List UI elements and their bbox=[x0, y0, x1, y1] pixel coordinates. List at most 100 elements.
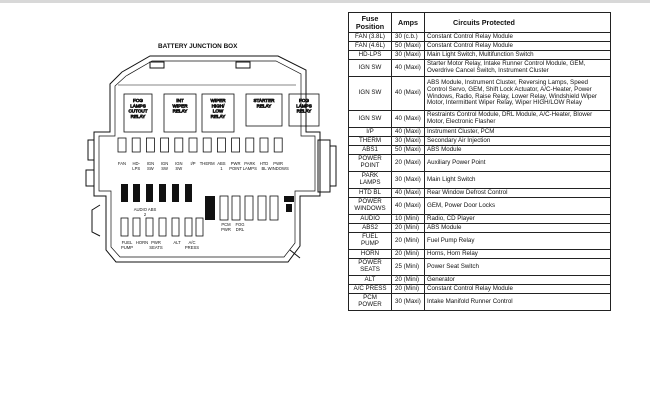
amps-cell: 30 (c.b.) bbox=[391, 32, 425, 42]
table-row: FAN (4.6L)50 (Maxi)Constant Control Rela… bbox=[348, 41, 611, 51]
mini-fuse-filled bbox=[205, 196, 215, 220]
fuse-position-cell: HORN bbox=[348, 249, 392, 259]
header-amps: Amps bbox=[391, 12, 425, 33]
amps-cell: 40 (Maxi) bbox=[391, 197, 425, 215]
circuits-cell: ABS Module bbox=[424, 223, 611, 233]
amps-cell: 20 (Mini) bbox=[391, 249, 425, 259]
fuse-position-cell: HTD BL bbox=[348, 188, 392, 198]
table-header-row: Fuse Position Amps Circuits Protected bbox=[348, 12, 611, 33]
amps-cell: 50 (Maxi) bbox=[391, 41, 425, 51]
amps-cell: 20 (Maxi) bbox=[391, 154, 425, 172]
maxi-fuse-slot bbox=[231, 137, 241, 153]
mini-fuse-filled bbox=[133, 184, 140, 202]
circuits-cell: GEM, Power Door Locks bbox=[424, 197, 611, 215]
mini-fuse-slot bbox=[120, 217, 129, 237]
amps-cell: 50 (Maxi) bbox=[391, 145, 425, 155]
amps-cell: 40 (Maxi) bbox=[391, 188, 425, 198]
fuse-position-cell: POWER WINDOWS bbox=[348, 197, 392, 215]
mini-fuse-filled bbox=[286, 204, 292, 212]
circuits-cell: Power Seat Switch bbox=[424, 258, 611, 276]
circuits-cell: ABS Module, Instrument Cluster, Reversin… bbox=[424, 76, 611, 111]
mini-fuse-filled bbox=[185, 184, 192, 202]
amps-cell: 40 (Maxi) bbox=[391, 127, 425, 137]
amps-cell: 10 (Mini) bbox=[391, 214, 425, 224]
circuits-cell: Constant Control Relay Module bbox=[424, 41, 611, 51]
amps-cell: 30 (Maxi) bbox=[391, 293, 425, 311]
fuse-position-cell: IGN SW bbox=[348, 110, 392, 128]
amps-cell: 40 (Maxi) bbox=[391, 76, 425, 111]
maxi-fuse-slot bbox=[145, 137, 155, 153]
amps-cell: 20 (Mini) bbox=[391, 232, 425, 250]
maxi-fuse-label: I/P bbox=[190, 161, 195, 166]
circuits-cell: Constant Control Relay Module bbox=[424, 32, 611, 42]
maxi-fuse-slot bbox=[117, 137, 127, 153]
maxi-fuse: THERM bbox=[200, 137, 215, 166]
circuits-cell: Instrument Cluster, PCM bbox=[424, 127, 611, 137]
mini-fuse-slot bbox=[244, 195, 254, 221]
amps-cell: 25 (Mini) bbox=[391, 258, 425, 276]
relay-box bbox=[123, 93, 153, 133]
header-circuits-protected: Circuits Protected bbox=[424, 12, 611, 33]
fuse-position-cell: PARK LAMPS bbox=[348, 171, 392, 189]
mini-fuse-slot bbox=[195, 217, 204, 237]
mini-fuse-slot bbox=[231, 195, 241, 221]
maxi-fuse-label: HD-LPS bbox=[132, 161, 140, 171]
header-fuse-position: Fuse Position bbox=[348, 12, 392, 33]
maxi-fuse-slot bbox=[131, 137, 141, 153]
diagram-title: BATTERY JUNCTION BOX bbox=[158, 43, 238, 50]
mini-fuse-filled bbox=[159, 184, 166, 202]
circuits-cell: Restraints Control Module, DRL Module, A… bbox=[424, 110, 611, 128]
mini-fuse-slot bbox=[171, 217, 180, 237]
circuits-cell: Secondary Air Injection bbox=[424, 136, 611, 146]
fuse-position-cell: POWER SEATS bbox=[348, 258, 392, 276]
fuse-position-cell: FAN (3.8L) bbox=[348, 32, 392, 42]
fuse-position-cell: IGN SW bbox=[348, 59, 392, 77]
circuits-cell: ABS Module bbox=[424, 145, 611, 155]
fuse-position-cell: A/C PRESS bbox=[348, 284, 392, 294]
relay-box bbox=[245, 93, 283, 127]
circuits-cell: Generator bbox=[424, 275, 611, 285]
fuse-position-cell: HD-LPS bbox=[348, 50, 392, 60]
maxi-fuse-slot bbox=[174, 137, 184, 153]
mini-fuse-filled bbox=[172, 184, 179, 202]
fuse-position-cell: FUEL PUMP bbox=[348, 232, 392, 250]
maxi-fuse-slot bbox=[188, 137, 198, 153]
fuse-position-cell: FAN (4.6L) bbox=[348, 41, 392, 51]
circuits-cell: Rear Window Defrost Control bbox=[424, 188, 611, 198]
fuse-table: Fuse Position Amps Circuits Protected FA… bbox=[348, 12, 611, 311]
mini-fuse-filled bbox=[146, 184, 153, 202]
maxi-fuse-slot bbox=[160, 137, 170, 153]
junction-box-housing bbox=[85, 55, 337, 263]
mini-fuse-slot bbox=[132, 217, 141, 237]
